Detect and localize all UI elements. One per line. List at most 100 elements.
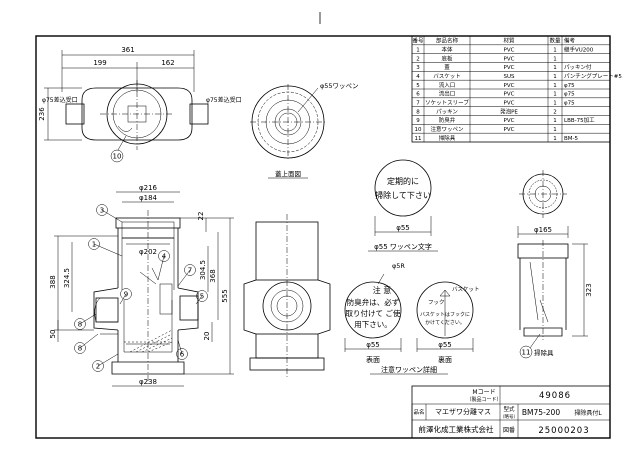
table-cell: φ75 [564, 100, 575, 106]
back-note-1: バスケットはフックに [420, 311, 470, 318]
balloon-2-text: 2 [96, 363, 100, 371]
table-cell: BM-5 [564, 136, 579, 142]
table-cell: 1 [553, 92, 557, 98]
caution-wappen-back: バスケット フック バスケットはフックに かけてください。 φ55 裏面 注意ワ… [370, 281, 480, 375]
balloon-4 [158, 250, 170, 262]
caution-line-2: 取り付けて ご使 [346, 308, 401, 318]
balloon-3 [96, 204, 108, 216]
dim-555: 555 [221, 289, 229, 302]
inlet-label: φ75差込受口 [42, 96, 78, 104]
name-value: マエザワ分離マス [435, 407, 491, 416]
back-dim: φ55 [438, 341, 452, 349]
balloon-4-text: 4 [162, 253, 167, 261]
balloon-5-text: 5 [200, 293, 204, 301]
table-cell: 1 [553, 118, 557, 124]
lid-view-caption: 蓋上面図 [275, 169, 301, 178]
dim-20: 20 [203, 332, 211, 341]
dim-184: φ184 [139, 194, 158, 202]
balloon-7-text: 7 [188, 267, 192, 275]
table-cell: 本体 [441, 45, 453, 53]
caution-dim: φ55 [366, 341, 380, 349]
table-cell: 発泡PE [500, 107, 518, 115]
balloon-leader [101, 209, 123, 223]
table-cell: PVC [504, 47, 515, 53]
balloon-leader [93, 243, 123, 257]
m-code-label: Mコード [472, 389, 495, 396]
outlet-label: φ75差込受口 [206, 96, 242, 104]
balloon-leader [157, 255, 165, 281]
table-cell: 1 [553, 74, 557, 80]
table-cell: バスケット [433, 73, 461, 80]
balloon-10-text: 10 [113, 153, 122, 161]
balloon-11 [519, 345, 533, 359]
balloon-6-text: 6 [180, 351, 185, 359]
lid-top-view: φ55ワッペン 蓋上面図 [250, 82, 359, 179]
table-cell: 流入口 [439, 81, 456, 89]
table-cell: 11 [415, 136, 422, 142]
table-header-cell: 数量 [549, 37, 561, 45]
dim-216: φ216 [139, 184, 158, 192]
dim-388: 388 [49, 275, 57, 288]
wappen-text-1: 定期的に [387, 176, 419, 186]
caution-heading: 注 意 [373, 285, 392, 295]
table-cell: 4 [416, 74, 420, 80]
table-cell: パンチングプレート#5 [564, 72, 622, 80]
table-cell: PVC [504, 65, 515, 71]
balloon-8 [74, 342, 86, 354]
wappen-letters: 定期的に 掃除して下さい φ55 φ55 ワッペン文字 [368, 159, 438, 252]
wappen-letters-caption: φ55 ワッペン文字 [374, 242, 432, 251]
caption-back: 裏面 [438, 355, 452, 364]
balloon-1-text: 1 [92, 241, 96, 249]
table-cell: 7 [416, 100, 420, 106]
caption-front: 表面 [366, 355, 380, 364]
tool-dia: φ165 [534, 226, 552, 234]
m-code-value: 49086 [539, 391, 571, 401]
table-cell: 蓋 [444, 63, 450, 71]
balloon-2 [92, 360, 104, 372]
company-name: 前澤化成工業株式会社 [419, 424, 494, 434]
drawing-no-label: 図番 [503, 427, 515, 434]
dim-199: 199 [93, 59, 106, 67]
model-extra: 掃除具付L [574, 409, 602, 417]
table-cell: 1 [553, 56, 557, 62]
caution-line-3: 用下さい。 [354, 320, 392, 329]
table-cell: PVC [504, 127, 515, 133]
balloon-9 [120, 288, 132, 300]
dim-50: 50 [49, 330, 57, 339]
caution-group-caption: 注意ワッペン詳細 [381, 365, 437, 374]
balloon-9-text: 9 [124, 291, 128, 299]
table-cell: 1 [416, 47, 420, 53]
back-note-2: かけてください。 [425, 319, 465, 326]
tool-height: 323 [585, 283, 593, 296]
table-cell: 5 [416, 83, 420, 89]
dim-236: 236 [38, 107, 46, 121]
table-cell: 1 [553, 65, 557, 71]
balloon-8-text: 8 [78, 321, 82, 329]
dim-304-5: 304.5 [199, 260, 207, 280]
balloon-leader [119, 293, 127, 305]
table-header-cell: 材質 [503, 37, 515, 45]
title-block: Mコード （製品コード） 49086 品名 マエザワ分離マス 型式 （略号） B… [411, 385, 611, 439]
table-cell: 注意ワッペン [430, 125, 464, 133]
table-cell: 底板 [441, 54, 453, 62]
table-cell: 2 [416, 56, 420, 62]
table-cell: PVC [504, 118, 515, 124]
balloon-leader [177, 339, 183, 355]
table-cell: 流出口 [439, 90, 456, 98]
balloon-10 [110, 149, 124, 163]
table-cell: 1 [553, 47, 557, 53]
balloon-8-text: 8 [78, 345, 82, 353]
drawing-frame [35, 35, 611, 439]
balloon-leader [79, 313, 97, 325]
table-header-cell: 部品名称 [436, 37, 459, 45]
table-cell: 1 [553, 83, 557, 89]
table-cell: パッキン付 [564, 63, 592, 71]
balloon-leader [195, 295, 203, 305]
table-cell: 8 [416, 109, 420, 115]
table-cell: 3 [416, 65, 420, 71]
dim-368: 368 [209, 269, 217, 282]
wappen-text-2: 掃除して下さい [375, 190, 431, 200]
front-section-view: φ216 φ184 φ202 [49, 184, 234, 387]
model-label: 型式 [503, 405, 515, 413]
